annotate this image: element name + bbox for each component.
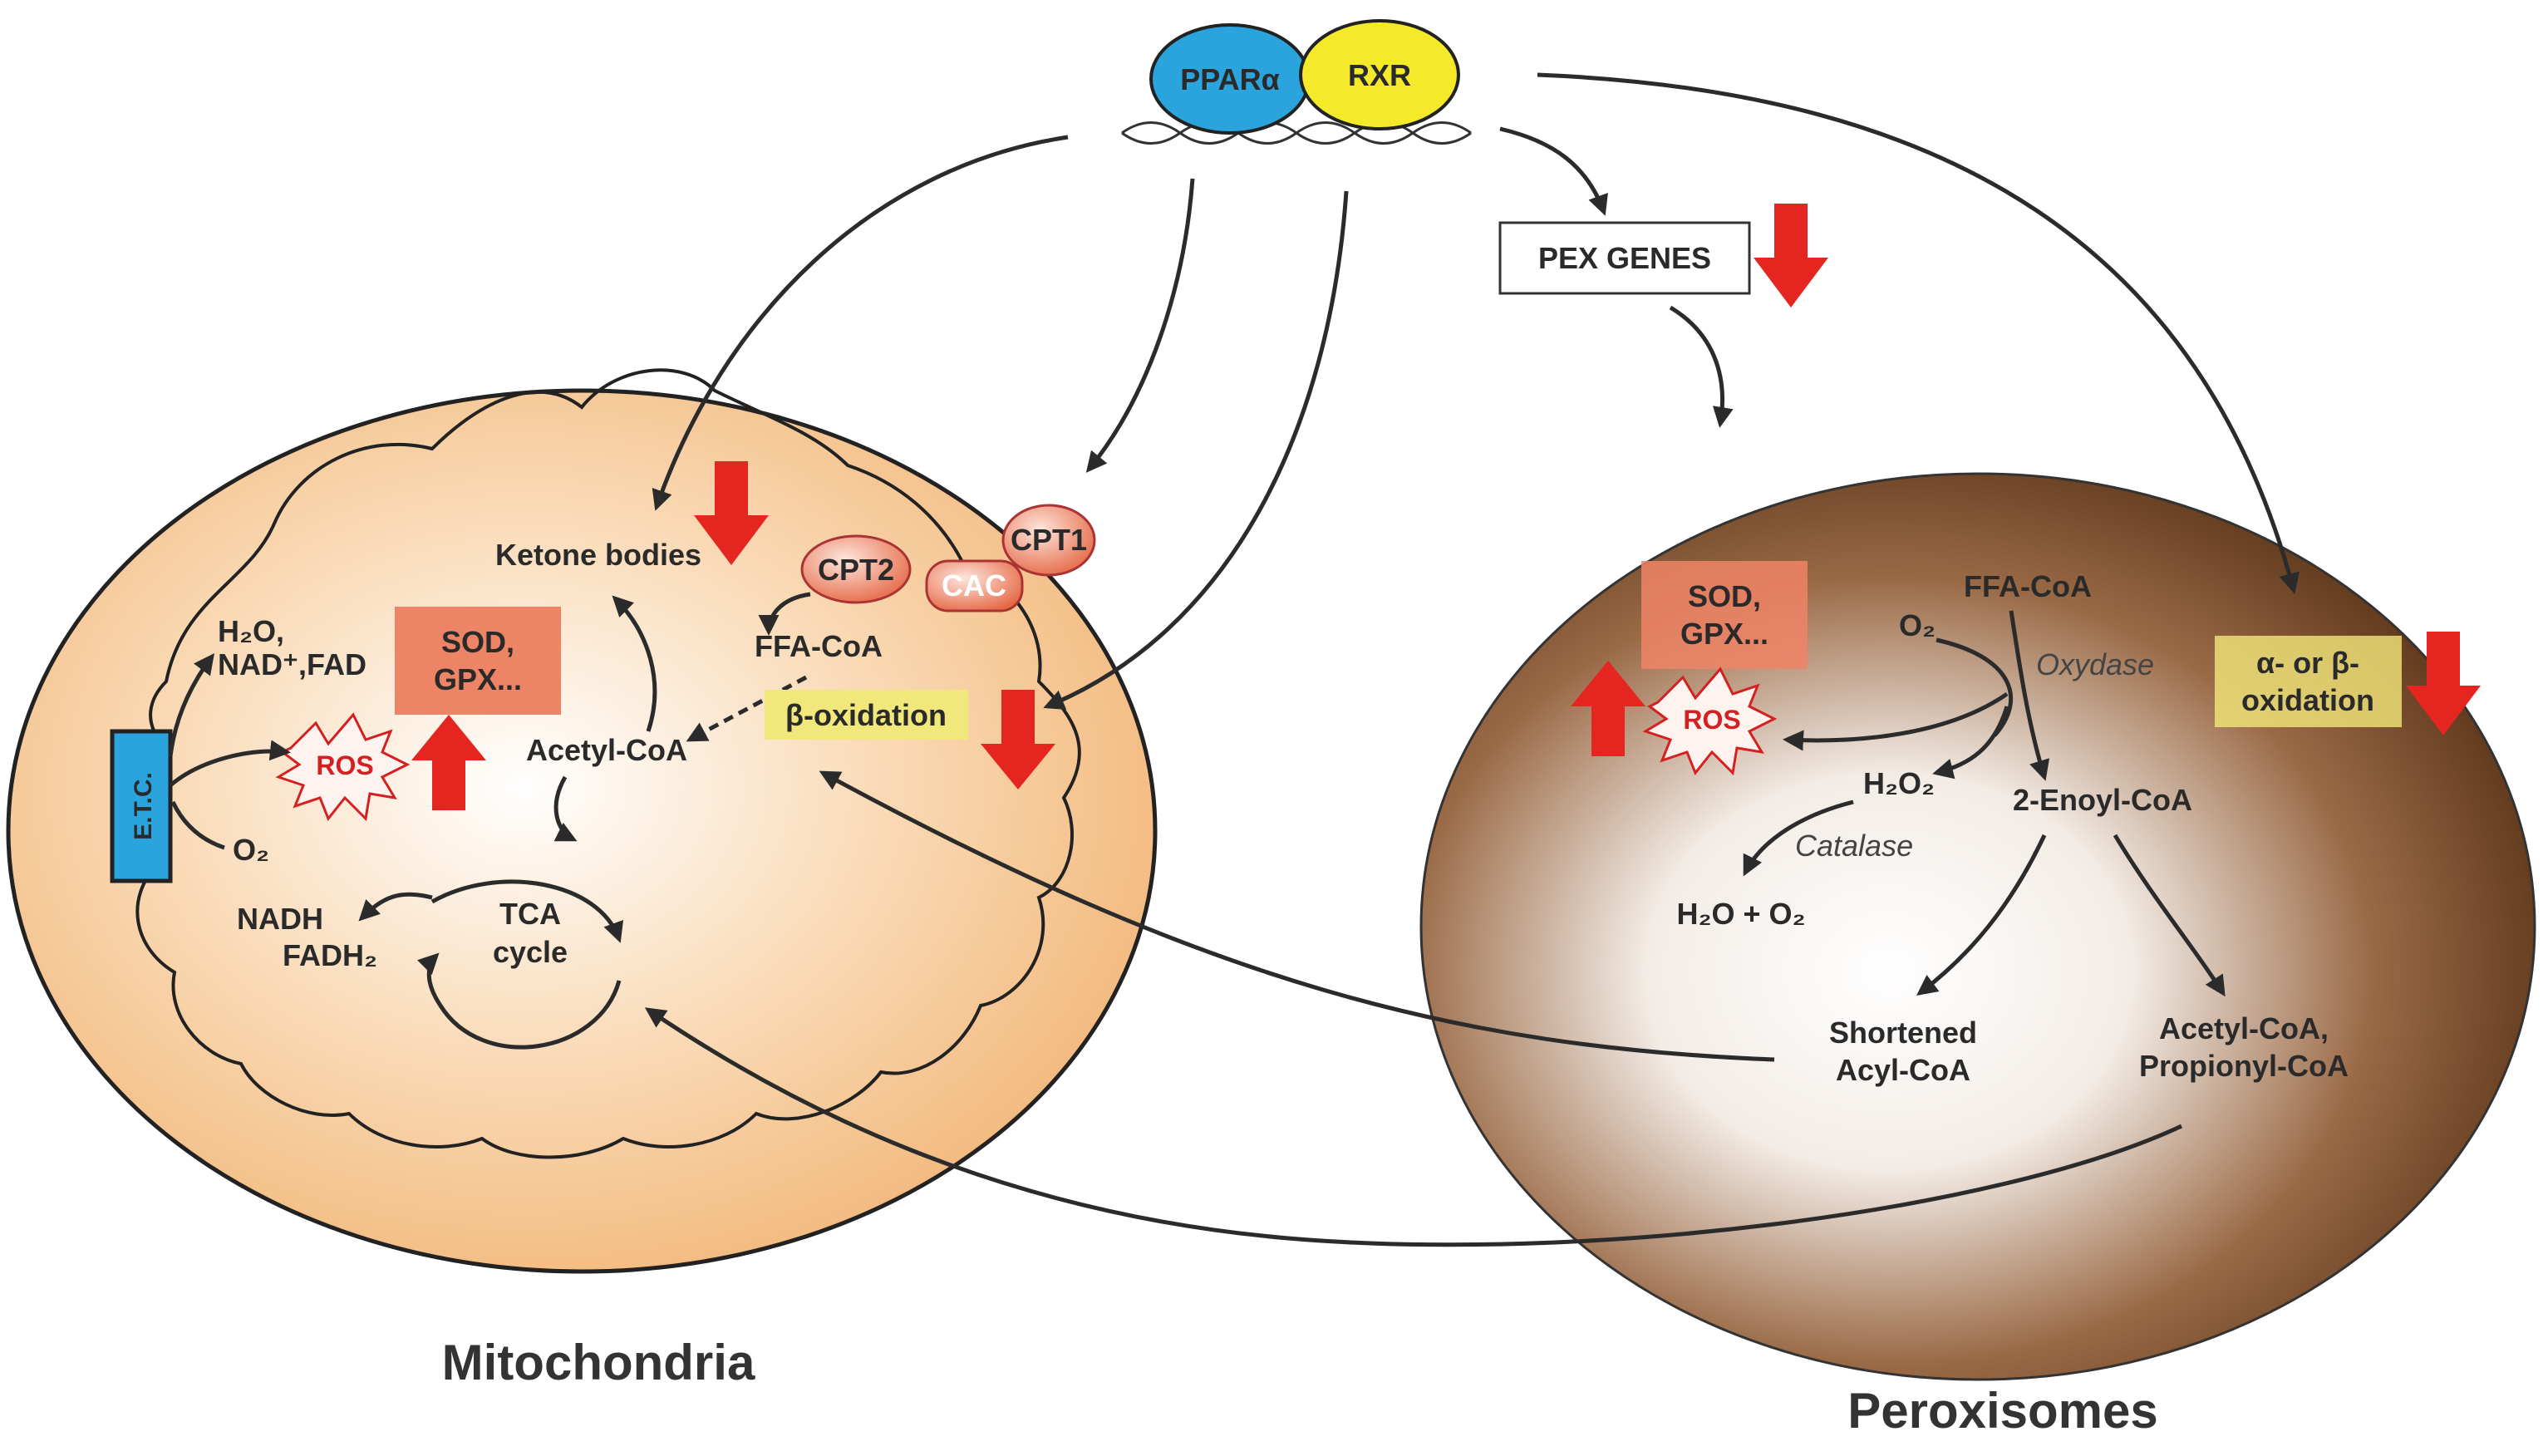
dna-strand-2 [1121, 121, 1472, 145]
mito-ros-label: ROS [316, 750, 373, 780]
peroxisomes-title: Peroxisomes [1847, 1383, 2158, 1439]
catalase-label: Catalase [1795, 829, 1913, 863]
etc-label: E.T.C. [130, 772, 157, 840]
beta-down-arrow [981, 690, 1055, 789]
enoyl-to-shortened-arrow [1916, 834, 2047, 996]
shortened-label-2: Acyl-CoA [1836, 1053, 1970, 1087]
tca-to-nadh-arrow [358, 892, 433, 922]
mito-fadh2-label: FADH₂ [283, 938, 377, 972]
mito-sod-label-2: GPX... [434, 662, 522, 696]
alpha-beta-label-2: oxidation [2241, 683, 2374, 717]
acetyl-to-tca-return-arrow [644, 1007, 2183, 1247]
o2-curve [1936, 637, 2014, 737]
rxr-to-alpha-beta-arrow [1537, 72, 2300, 594]
perox-sod-up-arrow [1571, 661, 1645, 756]
shortened-label-1: Shortened [1829, 1016, 1977, 1050]
etc-box [110, 729, 173, 883]
tca-label-1: TCA [499, 897, 561, 931]
perox-ffa-coa-label: FFA-CoA [1964, 569, 2092, 603]
cpt1-label: CPT1 [1011, 523, 1087, 557]
rxr-label: RXR [1348, 58, 1411, 92]
enoyl-to-acetyl-arrow [2113, 834, 2226, 997]
cpt1-protein [1001, 504, 1096, 577]
alpha-beta-down-arrow [2406, 632, 2481, 735]
pex-genes-box [1498, 221, 1751, 295]
mito-nadh-label: NADH [237, 902, 323, 936]
mito-nad-label: NAD⁺,FAD [218, 647, 366, 681]
rxr-to-pex-arrow [1499, 126, 1608, 216]
mitochondria-title: Mitochondria [442, 1335, 755, 1390]
mito-sod-label-1: SOD, [441, 625, 514, 659]
enoyl-coa-label: 2-Enoyl-CoA [2013, 783, 2192, 817]
mito-ffa-coa-label: FFA-CoA [755, 629, 883, 663]
ketone-bodies-label: Ketone bodies [495, 538, 701, 572]
mito-acetyl-coa-label: Acetyl-CoA [526, 733, 687, 767]
perox-acetyl-label-2: Propionyl-CoA [2139, 1049, 2349, 1083]
oxydase-to-h2o2-arrow [1932, 706, 2009, 780]
perox-sod-label-1: SOD, [1688, 579, 1761, 613]
ffa-to-enoyl-arrow [2009, 610, 2050, 781]
oxydase-label: Oxydase [2036, 647, 2154, 681]
ppar-to-beta-arrow [1043, 190, 1349, 710]
mito-sod-up-arrow [411, 715, 486, 810]
mitochondria-inner-membrane [132, 368, 1081, 1159]
alpha-beta-label-1: α- or β- [2256, 646, 2359, 680]
h2o2-to-h2o-arrow [1743, 799, 1854, 877]
ppar-alpha-label: PPARα [1180, 62, 1279, 96]
mito-ros-burst [275, 712, 411, 822]
o2-to-etc-arrow [170, 800, 225, 850]
tca-cycle-ring-bottom [417, 952, 622, 1050]
mito-beta-oxidation-label: β-oxidation [785, 698, 947, 732]
oxydase-to-ros-arrow [1783, 691, 2009, 751]
tca-cycle-ring [430, 879, 624, 943]
ffa-to-acetyl-dotted [686, 675, 808, 742]
ketone-down-arrow [694, 461, 769, 565]
rxr-protein [1299, 19, 1460, 130]
ppar-to-ketone-arrow [652, 135, 1069, 511]
pex-genes-label: PEX GENES [1538, 241, 1711, 275]
perox-h2o2-label: H₂O₂ [1863, 766, 1935, 800]
etc-to-h2o-arrow [168, 652, 214, 757]
mito-h2o-label: H₂O, [218, 614, 284, 648]
perox-sod-label-2: GPX... [1680, 617, 1768, 651]
cac-label: CAC [942, 568, 1006, 603]
cpt2-to-ffa-arrow [758, 592, 811, 636]
perox-acetyl-label-1: Acetyl-CoA, [2159, 1011, 2329, 1045]
perox-alpha-beta-box [2215, 636, 2402, 727]
shortened-to-mito-arrow [819, 770, 1775, 1062]
cpt2-label: CPT2 [818, 553, 894, 587]
mito-sod-box [395, 607, 561, 715]
mito-beta-oxidation-box [765, 690, 968, 740]
pex-to-peroxisome-arrow [1669, 305, 1734, 428]
perox-ros-label: ROS [1683, 705, 1740, 735]
h2o-o2-label: H₂O + O₂ [1676, 897, 1805, 931]
tca-label-2: cycle [493, 935, 568, 969]
mito-o2-label: O₂ [233, 833, 269, 867]
acetyl-to-tca-arrow [553, 775, 578, 842]
cac-protein [925, 559, 1024, 612]
peroxisome-body [1419, 472, 2536, 1381]
perox-ros-burst [1642, 667, 1778, 776]
perox-o2-label: O₂ [1899, 608, 1936, 642]
ppar-to-cpt1-arrow [1085, 178, 1195, 473]
cpt2-protein [800, 534, 912, 604]
pex-down-arrow [1754, 204, 1828, 307]
mitochondria-outer-membrane [6, 388, 1158, 1274]
perox-sod-box [1641, 561, 1808, 669]
etc-to-ros-arrow [169, 740, 291, 787]
acetyl-to-ketone-arrow [612, 595, 657, 732]
